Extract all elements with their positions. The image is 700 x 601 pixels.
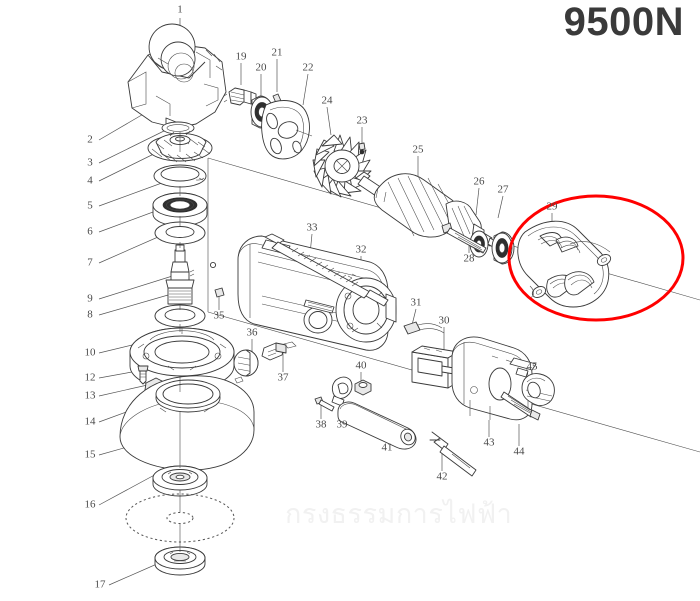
callout-number-5: 5 [87,199,93,212]
callout-number-8: 8 [87,308,93,321]
shop-watermark: กรงธรรมการไฟฟ้า [285,499,513,530]
callout-number-32: 32 [355,243,367,256]
callout-number-4: 4 [87,174,93,187]
part-42-wrench [429,431,477,477]
callout-number-36: 36 [246,326,258,339]
callout-number-35: 35 [213,309,225,322]
callout-number-10: 10 [84,346,96,359]
callout-number-42: 42 [436,470,448,483]
callout-number-19: 19 [235,50,247,63]
part-24-cooling-fan [312,134,372,198]
callout-number-43: 43 [483,436,495,449]
callout-number-24: 24 [321,94,333,107]
part-5-retaining-ring [153,164,207,188]
part-45-cord-bushing [521,373,555,406]
part-28-tapping-screw [441,222,487,254]
callout-number-30: 30 [438,314,450,327]
part-41-side-handle [337,401,417,450]
callout-number-45: 45 [526,360,538,373]
callout-number-37: 37 [277,371,289,384]
part-17-lock-nut [154,546,206,576]
callout-number-22: 22 [302,61,314,74]
callout-number-16: 16 [84,498,96,511]
callout-number-12: 12 [84,371,96,384]
part-10-bearing-box [129,327,235,391]
part-29-field-coil [517,220,612,308]
part-9-spindle [165,244,217,305]
callout-number-13: 13 [84,389,96,402]
callout-number-40: 40 [355,359,367,372]
callout-number-21: 21 [271,46,283,59]
callout-number-28: 28 [463,252,475,265]
callout-number-14: 14 [84,415,96,428]
part-6-ball-bearing [152,192,208,227]
part-31-terminal-connector [403,321,445,335]
part-15-wheel-guard [119,375,255,471]
part-33-name-plate [264,233,389,307]
part-22-baffle-plate [261,100,313,160]
callout-number-20: 20 [255,61,267,74]
callout-number-44: 44 [513,445,525,458]
callout-number-27: 27 [497,183,509,196]
part-39-cord-clamp [331,376,353,407]
part-8-spindle-washer [154,304,206,328]
page-title: 9500N [563,0,684,44]
callout-number-6: 6 [87,225,93,238]
callout-number-29: 29 [546,200,558,213]
part-16-inner-flange [152,465,208,497]
part-37-carbon-brush [261,341,297,361]
callout-number-3: 3 [87,156,93,169]
part-36-brush-holder-cap [233,349,259,377]
callout-number-26: 26 [473,175,485,188]
callout-number-41: 41 [381,441,393,454]
callout-number-38: 38 [315,418,327,431]
callout-number-23: 23 [356,114,368,127]
callout-number-2: 2 [87,133,93,146]
part-38-screw [314,396,335,412]
callout-number-39: 39 [336,418,348,431]
callout-number-7: 7 [87,256,93,269]
part-12-screw [137,365,149,385]
part-40-nut [354,379,372,396]
part-2-gear-housing [127,23,227,133]
part-27-ball-bearing [491,231,515,265]
part-35-pin [214,287,225,298]
part-19-pinion [223,87,257,106]
callout-number-17: 17 [94,578,106,591]
callout-number-31: 31 [410,296,422,309]
callout-number-9: 9 [87,292,93,305]
callout-number-33: 33 [306,221,318,234]
callout-number-25: 25 [412,143,424,156]
highlight-ellipse [507,194,685,322]
callout-number-1: 1 [177,3,183,16]
part-23-key [358,142,366,155]
callout-number-15: 15 [84,448,96,461]
part-44-tapping-screw-long [500,391,541,421]
